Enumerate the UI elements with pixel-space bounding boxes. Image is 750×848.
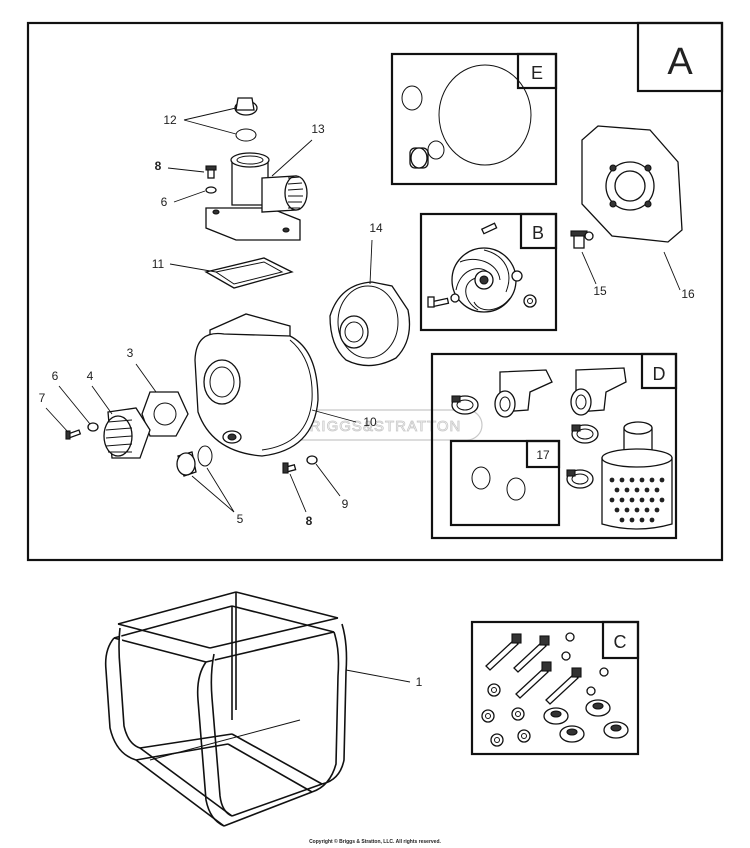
callout-8-upper: 8 bbox=[155, 159, 162, 173]
kit-b-label: B bbox=[532, 223, 544, 243]
washer-icon bbox=[481, 709, 495, 723]
roll-frame-icon bbox=[104, 591, 348, 827]
kit-d-label: D bbox=[653, 364, 666, 384]
washer-icon bbox=[511, 707, 525, 721]
washer-icon bbox=[487, 683, 501, 697]
gasket-icon bbox=[141, 391, 189, 437]
callout-10: 10 bbox=[363, 415, 377, 429]
kit-e-label: E bbox=[531, 63, 543, 83]
callout-11: 11 bbox=[152, 257, 165, 271]
callout-6-upper: 6 bbox=[161, 195, 168, 209]
rubber-mount-icon bbox=[585, 699, 611, 717]
volute-icon bbox=[329, 281, 411, 367]
kit-d: D bbox=[430, 352, 678, 540]
svg-text:BRIGGS&STRATTON: BRIGGS&STRATTON bbox=[299, 418, 462, 435]
callout-12: 12 bbox=[163, 113, 177, 127]
gasket-ring bbox=[506, 477, 526, 501]
callout-5: 5 bbox=[237, 512, 244, 526]
kit-a-frame bbox=[26, 21, 724, 562]
mechanical-seal-icon bbox=[409, 147, 429, 169]
washer-icon bbox=[517, 729, 531, 743]
hose-barb-icon bbox=[570, 367, 627, 416]
nut-icon bbox=[565, 632, 575, 642]
hose-clamp-icon bbox=[566, 469, 594, 489]
callout-4: 4 bbox=[87, 369, 94, 383]
bolt-icon bbox=[545, 667, 582, 705]
kit-e: E bbox=[390, 52, 558, 186]
bolt-icon bbox=[513, 635, 550, 673]
kit-a-label: A bbox=[667, 41, 693, 83]
rubber-mount-icon bbox=[603, 721, 629, 739]
discharge-housing-icon bbox=[205, 152, 308, 241]
pump-housing-icon bbox=[194, 313, 319, 457]
bolt-icon bbox=[485, 633, 522, 671]
flange-plate-icon bbox=[581, 125, 683, 243]
washer-icon bbox=[511, 270, 523, 282]
impeller-icon bbox=[451, 247, 517, 313]
bolt-icon bbox=[65, 429, 82, 440]
kit-17-frame bbox=[449, 439, 561, 527]
kit-b: B bbox=[419, 212, 558, 332]
washer-icon bbox=[306, 455, 318, 465]
nut-icon bbox=[561, 651, 571, 661]
nut-icon bbox=[586, 686, 596, 696]
bolt-icon bbox=[570, 230, 594, 249]
callout-9: 9 bbox=[342, 497, 349, 511]
washer-icon bbox=[523, 294, 537, 308]
drain-plug-icon bbox=[176, 451, 197, 477]
callout-6-lower: 6 bbox=[52, 369, 59, 383]
impeller-bolt-icon bbox=[427, 293, 460, 308]
suction-port-icon bbox=[103, 407, 151, 459]
washer-icon bbox=[205, 186, 217, 194]
fill-cap-icon bbox=[234, 97, 258, 116]
callout-13: 13 bbox=[311, 122, 325, 136]
strainer-icon bbox=[601, 421, 673, 530]
callout-3: 3 bbox=[127, 346, 134, 360]
nut-icon bbox=[599, 667, 609, 677]
kit-c-label: C bbox=[614, 632, 627, 652]
callout-17: 17 bbox=[536, 448, 550, 462]
washer-icon bbox=[490, 733, 504, 747]
hose-clamp-icon bbox=[571, 424, 599, 444]
callout-7: 7 bbox=[39, 391, 46, 405]
washer-icon bbox=[87, 422, 99, 432]
rubber-mount-icon bbox=[559, 725, 585, 743]
copyright-notice: Copyright © Briggs & Stratton, LLC. All … bbox=[309, 838, 441, 845]
small-o-ring bbox=[401, 85, 423, 111]
bolt-icon bbox=[282, 462, 297, 474]
rubber-mount-icon bbox=[543, 707, 569, 725]
gasket-ring bbox=[471, 466, 491, 490]
bolt-icon bbox=[205, 165, 217, 179]
kit-17-label-box bbox=[525, 439, 561, 469]
large-o-ring bbox=[438, 64, 532, 166]
callout-8-lower: 8 bbox=[306, 514, 313, 528]
hose-clamp-icon bbox=[451, 395, 479, 415]
kit-a-label-box bbox=[636, 21, 724, 93]
hose-barb-icon bbox=[494, 369, 553, 418]
impeller-key-icon bbox=[480, 222, 498, 235]
callout-16: 16 bbox=[681, 287, 695, 301]
seal-ring bbox=[427, 140, 445, 160]
drain-o-ring bbox=[197, 445, 213, 467]
callout-15: 15 bbox=[593, 284, 607, 298]
callout-14: 14 bbox=[369, 221, 383, 235]
kit-c: C bbox=[470, 620, 640, 756]
callout-1: 1 bbox=[416, 675, 423, 689]
gasket-icon bbox=[204, 257, 294, 289]
bolt-icon bbox=[515, 661, 552, 699]
cap-o-ring bbox=[235, 128, 257, 142]
